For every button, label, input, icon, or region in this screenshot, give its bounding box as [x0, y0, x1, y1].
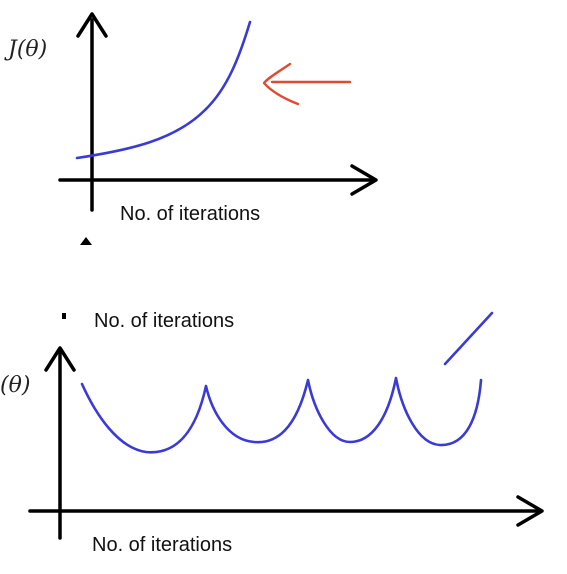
- bottom-rising-stroke: [443, 311, 494, 366]
- bottom-y-axis-arrowhead: [44, 346, 76, 372]
- top-y-axis-arrowhead: [76, 12, 108, 38]
- bottom-oscillating-curve: [80, 376, 483, 454]
- bottom-y-axis-label: (θ): [0, 373, 30, 398]
- left-arrow-icon: [262, 62, 352, 106]
- top-diverging-curve: [75, 20, 252, 160]
- bottom-overlapping-label: No. of iterations: [94, 310, 234, 332]
- small-arrow-tip: [80, 237, 92, 245]
- top-plot: J(θ) No. of iterations: [4, 12, 378, 245]
- top-y-axis-label: J(θ): [4, 37, 47, 62]
- bottom-x-axis-label: No. of iterations: [92, 534, 232, 556]
- dot-marker: [62, 313, 66, 319]
- top-x-axis-arrowhead: [350, 164, 378, 196]
- bottom-x-axis-arrowhead: [516, 495, 544, 527]
- top-x-axis-label: No. of iterations: [120, 203, 260, 225]
- bottom-plot: No. of iterations (θ) No. of iterations: [0, 310, 544, 556]
